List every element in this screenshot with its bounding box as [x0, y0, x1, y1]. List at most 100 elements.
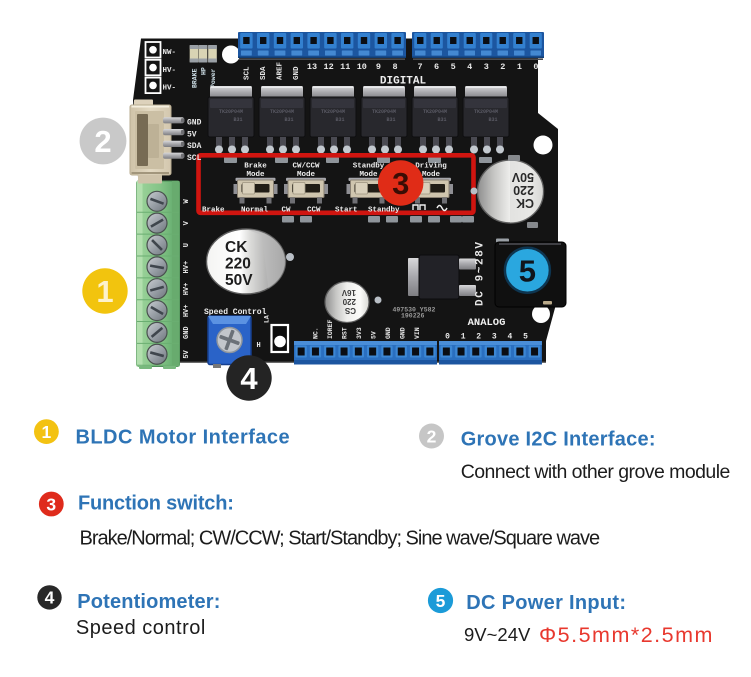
svg-text:1: 1 — [42, 422, 52, 442]
svg-text:5: 5 — [451, 62, 456, 72]
svg-text:0: 0 — [445, 333, 450, 342]
svg-text:B31: B31 — [284, 117, 293, 123]
svg-text:5V: 5V — [187, 130, 197, 139]
svg-text:RST: RST — [342, 327, 349, 339]
svg-text:IOREF: IOREF — [327, 319, 334, 339]
svg-text:50V: 50V — [511, 170, 534, 184]
svg-text:0: 0 — [533, 62, 538, 72]
svg-text:HV+: HV+ — [183, 283, 191, 296]
svg-text:Standby: Standby — [353, 163, 385, 171]
svg-text:W: W — [183, 199, 191, 204]
svg-text:AREF: AREF — [277, 61, 285, 80]
svg-text:Potentiometer:: Potentiometer: — [77, 591, 220, 613]
svg-text:497530_Y582: 497530_Y582 — [393, 307, 436, 314]
svg-text:220: 220 — [513, 183, 534, 197]
svg-text:BLDC Motor Interface: BLDC Motor Interface — [76, 427, 291, 449]
svg-text:HV-: HV- — [163, 85, 177, 93]
svg-text:1: 1 — [461, 333, 466, 342]
svg-text:190226: 190226 — [401, 313, 425, 320]
svg-text:DC Power Input:: DC Power Input: — [466, 592, 626, 614]
svg-text:4: 4 — [45, 588, 55, 608]
svg-text:V: V — [183, 220, 191, 225]
svg-text:DIGITAL: DIGITAL — [380, 76, 427, 88]
svg-text:Brake: Brake — [244, 163, 267, 171]
svg-text:5: 5 — [436, 591, 446, 611]
svg-text:Speed Control: Speed Control — [204, 308, 267, 317]
svg-text:Driving: Driving — [415, 163, 447, 171]
svg-text:16V: 16V — [341, 288, 356, 297]
svg-text:GND: GND — [400, 327, 407, 339]
svg-text:TK20P04M: TK20P04M — [321, 109, 345, 115]
svg-text:1: 1 — [96, 274, 113, 309]
svg-text:Brake/Normal; CW/CCW; Start/St: Brake/Normal; CW/CCW; Start/Standby; Sin… — [80, 528, 601, 550]
svg-text:TK20P04M: TK20P04M — [219, 109, 243, 115]
svg-text:11: 11 — [340, 62, 350, 72]
svg-text:TK20P04M: TK20P04M — [474, 109, 498, 115]
svg-text:B31: B31 — [386, 117, 395, 123]
svg-text:Normal: Normal — [241, 207, 269, 215]
svg-text:3: 3 — [46, 494, 56, 514]
svg-text:Function switch:: Function switch: — [78, 493, 234, 515]
svg-text:HV-: HV- — [163, 67, 177, 75]
svg-text:Power: Power — [210, 68, 217, 88]
svg-text:NW-: NW- — [163, 49, 177, 57]
svg-text:Speed control: Speed control — [76, 617, 206, 639]
svg-text:10: 10 — [357, 62, 367, 72]
svg-text:6: 6 — [434, 62, 439, 72]
svg-text:HV+: HV+ — [183, 305, 191, 318]
svg-text:SDA: SDA — [187, 142, 202, 151]
svg-text:9: 9 — [376, 62, 381, 72]
svg-text:GND: GND — [293, 66, 301, 80]
svg-text:HV+: HV+ — [183, 261, 191, 274]
svg-text:5: 5 — [523, 333, 528, 342]
svg-text:B31: B31 — [488, 117, 497, 123]
svg-text:12: 12 — [323, 62, 333, 72]
svg-text:2: 2 — [500, 62, 505, 72]
svg-text:B31: B31 — [335, 117, 344, 123]
svg-text:3: 3 — [484, 62, 489, 72]
svg-text:B31: B31 — [437, 117, 446, 123]
svg-text:7: 7 — [417, 62, 422, 72]
svg-text:CK: CK — [516, 196, 534, 210]
svg-text:Connect with other grove modul: Connect with other grove module — [461, 461, 730, 483]
svg-text:U: U — [183, 243, 191, 247]
svg-text:4: 4 — [507, 333, 512, 342]
svg-text:Start: Start — [335, 207, 358, 215]
svg-text:SDA: SDA — [260, 66, 268, 80]
svg-text:GND: GND — [385, 327, 392, 339]
svg-text:CCW: CCW — [307, 207, 321, 215]
svg-text:2: 2 — [476, 333, 481, 342]
svg-text:Standby: Standby — [368, 207, 400, 215]
svg-text:TK20P04M: TK20P04M — [423, 109, 447, 115]
svg-text:CK: CK — [225, 239, 248, 256]
svg-text:5: 5 — [519, 253, 536, 288]
svg-text:TK20P04M: TK20P04M — [372, 109, 396, 115]
svg-text:SCL: SCL — [244, 66, 252, 80]
svg-text:9V~24V: 9V~24V — [464, 624, 531, 645]
svg-text:GND: GND — [183, 326, 191, 339]
svg-text:5V: 5V — [371, 331, 378, 339]
svg-text:Mode: Mode — [422, 171, 441, 179]
svg-text:3V3: 3V3 — [356, 327, 363, 339]
svg-text:Brake: Brake — [202, 207, 225, 215]
svg-text:Φ5.5mm*2.5mm: Φ5.5mm*2.5mm — [539, 623, 714, 647]
svg-text:Grove I2C Interface:: Grove I2C Interface: — [461, 429, 656, 451]
svg-text:3: 3 — [392, 166, 409, 201]
svg-text:2: 2 — [94, 124, 111, 159]
svg-text:13: 13 — [307, 62, 317, 72]
svg-text:220: 220 — [225, 256, 251, 273]
svg-text:HP: HP — [201, 67, 208, 75]
svg-text:BRAKE: BRAKE — [192, 68, 199, 88]
svg-text:VIN: VIN — [414, 327, 421, 339]
svg-text:CW/CCW: CW/CCW — [292, 163, 320, 171]
svg-text:4: 4 — [467, 62, 472, 72]
svg-text:ANALOG: ANALOG — [468, 317, 506, 329]
svg-text:1: 1 — [517, 62, 522, 72]
svg-text:LA: LA — [264, 315, 271, 323]
svg-text:GND: GND — [187, 119, 202, 128]
svg-text:4: 4 — [240, 361, 258, 396]
svg-text:Mode: Mode — [297, 171, 316, 179]
svg-text:5V: 5V — [183, 349, 191, 358]
svg-text:CS: CS — [344, 306, 356, 315]
svg-text:TK20P04M: TK20P04M — [270, 109, 294, 115]
